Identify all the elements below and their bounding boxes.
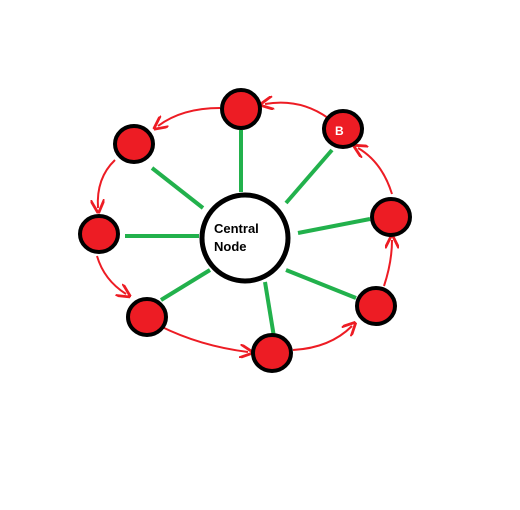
ring-arrow-bottomright-to-right <box>383 240 392 287</box>
outer-node-bottom-left <box>126 297 168 337</box>
outer-node-left <box>78 214 120 254</box>
ring-arrows <box>97 103 392 352</box>
outer-node-top-left <box>113 124 155 164</box>
outer-node-top <box>220 88 262 130</box>
ring-arrow-topright-to-top <box>265 103 329 119</box>
spoke-bottom <box>263 281 276 338</box>
central-node-label-line2: Node <box>214 239 247 254</box>
outer-node-right <box>370 197 412 237</box>
outer-node-bottom <box>251 333 293 373</box>
ring-arrow-bottomleft-to-bottom <box>159 325 248 352</box>
central-node: Central Node <box>199 192 291 284</box>
spoke-top-right <box>284 148 334 205</box>
outer-node-top-right: B <box>322 109 364 149</box>
spoke-bottom-right <box>285 268 357 300</box>
spokes <box>125 130 371 338</box>
outer-node-label-b: B <box>335 124 344 138</box>
ring-arrow-top-to-topleft <box>158 107 221 126</box>
ring-arrow-right-to-topright <box>358 148 393 195</box>
ring-arrow-bottom-to-bottomright <box>292 326 352 351</box>
spoke-right <box>297 217 371 235</box>
spoke-bottom-left <box>159 268 212 302</box>
spoke-top-left <box>150 166 205 210</box>
central-node-label-line1: Central <box>214 221 259 236</box>
ring-arrow-topleft-to-left <box>98 159 116 208</box>
central-node-circle <box>199 192 291 284</box>
outer-nodes: B <box>78 88 412 373</box>
outer-node-bottom-right <box>355 286 397 326</box>
ring-arrow-left-to-bottomleft <box>96 255 126 294</box>
